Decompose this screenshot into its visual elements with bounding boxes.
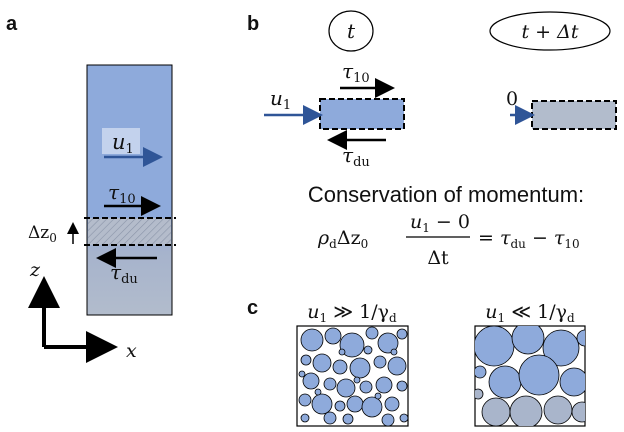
shear-bottom-arrow: τdu [96, 248, 157, 287]
droplet-small [298, 370, 306, 378]
shear-top-arrow: τ10 [104, 180, 161, 216]
panel-label-b: b [247, 13, 259, 35]
droplet-small [387, 356, 407, 376]
panel-label-a: a [6, 13, 18, 35]
time-t-label: t [347, 19, 356, 43]
droplet-small [390, 348, 398, 356]
droplet-small [300, 354, 312, 366]
droplet-small [359, 380, 373, 394]
droplet-small [332, 359, 348, 375]
emulsion-large-droplets [474, 325, 586, 427]
tau-10-label: τ10 [108, 180, 136, 207]
element-at-t: u1 τ10 τdu [264, 59, 405, 170]
droplet-small [365, 326, 379, 340]
eq-numerator: u1 − 0 [410, 211, 470, 235]
droplet-large [576, 329, 585, 347]
droplet-small [312, 353, 332, 373]
droplet-small [302, 372, 320, 390]
droplet-large [559, 367, 585, 397]
fluid-column [84, 64, 176, 316]
droplet-large [543, 395, 573, 425]
droplet-small [377, 332, 399, 354]
droplet-large [511, 326, 545, 355]
droplet-small [323, 377, 337, 391]
droplet-small [396, 328, 408, 340]
droplet-large [509, 395, 543, 426]
droplet-small [323, 411, 337, 425]
time-t-bubble: t [328, 10, 374, 52]
time-t-dt-bubble: t + Δt [489, 11, 611, 51]
inflow-zero-label: 0 [506, 88, 518, 110]
droplet-small [339, 332, 365, 358]
droplet-small [396, 380, 408, 392]
droplet-small [311, 393, 333, 415]
axes: z x [28, 259, 137, 363]
droplet-small [373, 355, 387, 369]
droplet-large [518, 354, 560, 396]
b-tau-10-label: τ10 [342, 59, 370, 86]
droplet-large [475, 326, 515, 367]
droplet-small [298, 393, 312, 407]
droplet-small [361, 396, 383, 418]
axis-x-label: x [126, 340, 137, 362]
droplet-small [342, 413, 354, 425]
droplet-small [384, 396, 400, 412]
eq-denominator: Δt [427, 247, 449, 269]
droplet-small [375, 376, 393, 394]
velocity-label: u1 [112, 130, 134, 157]
droplet-large [481, 397, 511, 426]
droplet-large [571, 401, 585, 423]
emulsion-small-droplets [296, 325, 409, 427]
droplet-small [338, 348, 346, 356]
droplet-small [300, 413, 310, 423]
eq-lhs: ρdΔz0 [317, 227, 368, 251]
droplet-small [349, 357, 371, 379]
droplet-small [336, 378, 356, 398]
droplet-small [374, 392, 382, 400]
c-right-label: u1 ≪ 1/γd [485, 301, 575, 325]
droplet-small [353, 376, 361, 384]
axis-z-label: z [29, 259, 41, 281]
c-left-label: u1 ≫ 1/γd [307, 301, 397, 325]
momentum-equation: ρdΔz0 u1 − 0 Δt = τdu − τ10 [317, 211, 580, 269]
dz-marker: Δz0 [28, 222, 79, 245]
time-t-dt-label: t + Δt [522, 21, 579, 43]
conservation-title: Conservation of momentum: [308, 182, 584, 207]
dz-label: Δz0 [28, 223, 57, 245]
droplet-small [324, 327, 342, 345]
panel-label-c: c [247, 297, 258, 319]
droplet-large [475, 365, 487, 379]
droplet-small [300, 328, 324, 352]
droplet-small [314, 388, 322, 396]
droplet-large [488, 365, 522, 399]
b-tau-du-label: τdu [342, 143, 370, 170]
droplet-small [399, 413, 408, 423]
droplet-small [346, 395, 364, 413]
element-at-t-dt: 0 [506, 88, 617, 130]
droplet-large [475, 388, 484, 400]
droplet-small [381, 413, 395, 426]
droplet-large [542, 329, 580, 367]
droplet-small [334, 400, 346, 412]
droplet-small [363, 345, 373, 355]
inflow-u1-label: u1 [270, 86, 291, 113]
eq-rhs: = τdu − τ10 [478, 227, 580, 251]
tau-du-label: τdu [110, 260, 138, 287]
velocity-arrow-u1: u1 [102, 128, 163, 167]
